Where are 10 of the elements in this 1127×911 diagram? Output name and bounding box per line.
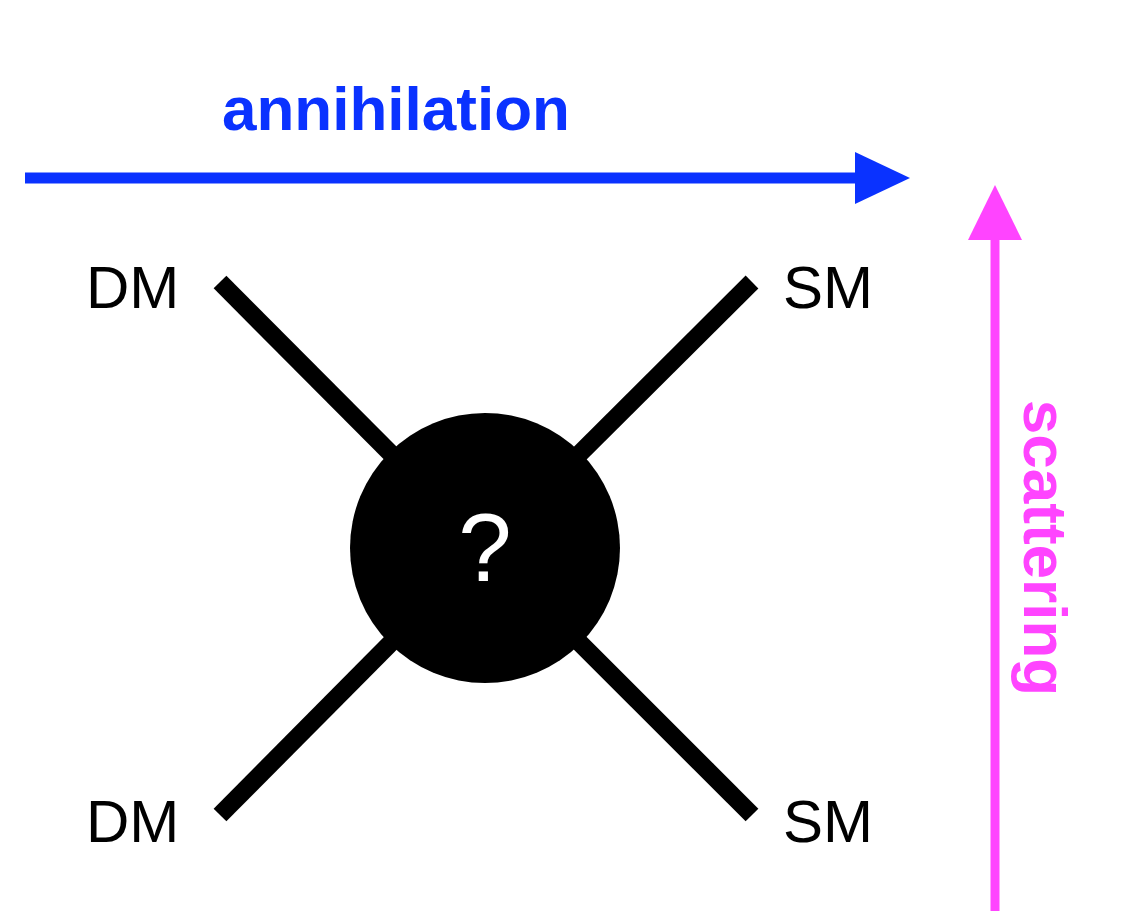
node-label: ? [458, 500, 512, 596]
particle-label: DM [86, 258, 180, 318]
process-label: annihilation [222, 78, 570, 140]
particle-label: SM [783, 258, 873, 318]
line [213, 275, 398, 461]
line [213, 636, 398, 822]
particle-label: SM [783, 792, 873, 852]
line [572, 275, 759, 461]
particle-label: DM [86, 792, 180, 852]
line [572, 635, 759, 822]
